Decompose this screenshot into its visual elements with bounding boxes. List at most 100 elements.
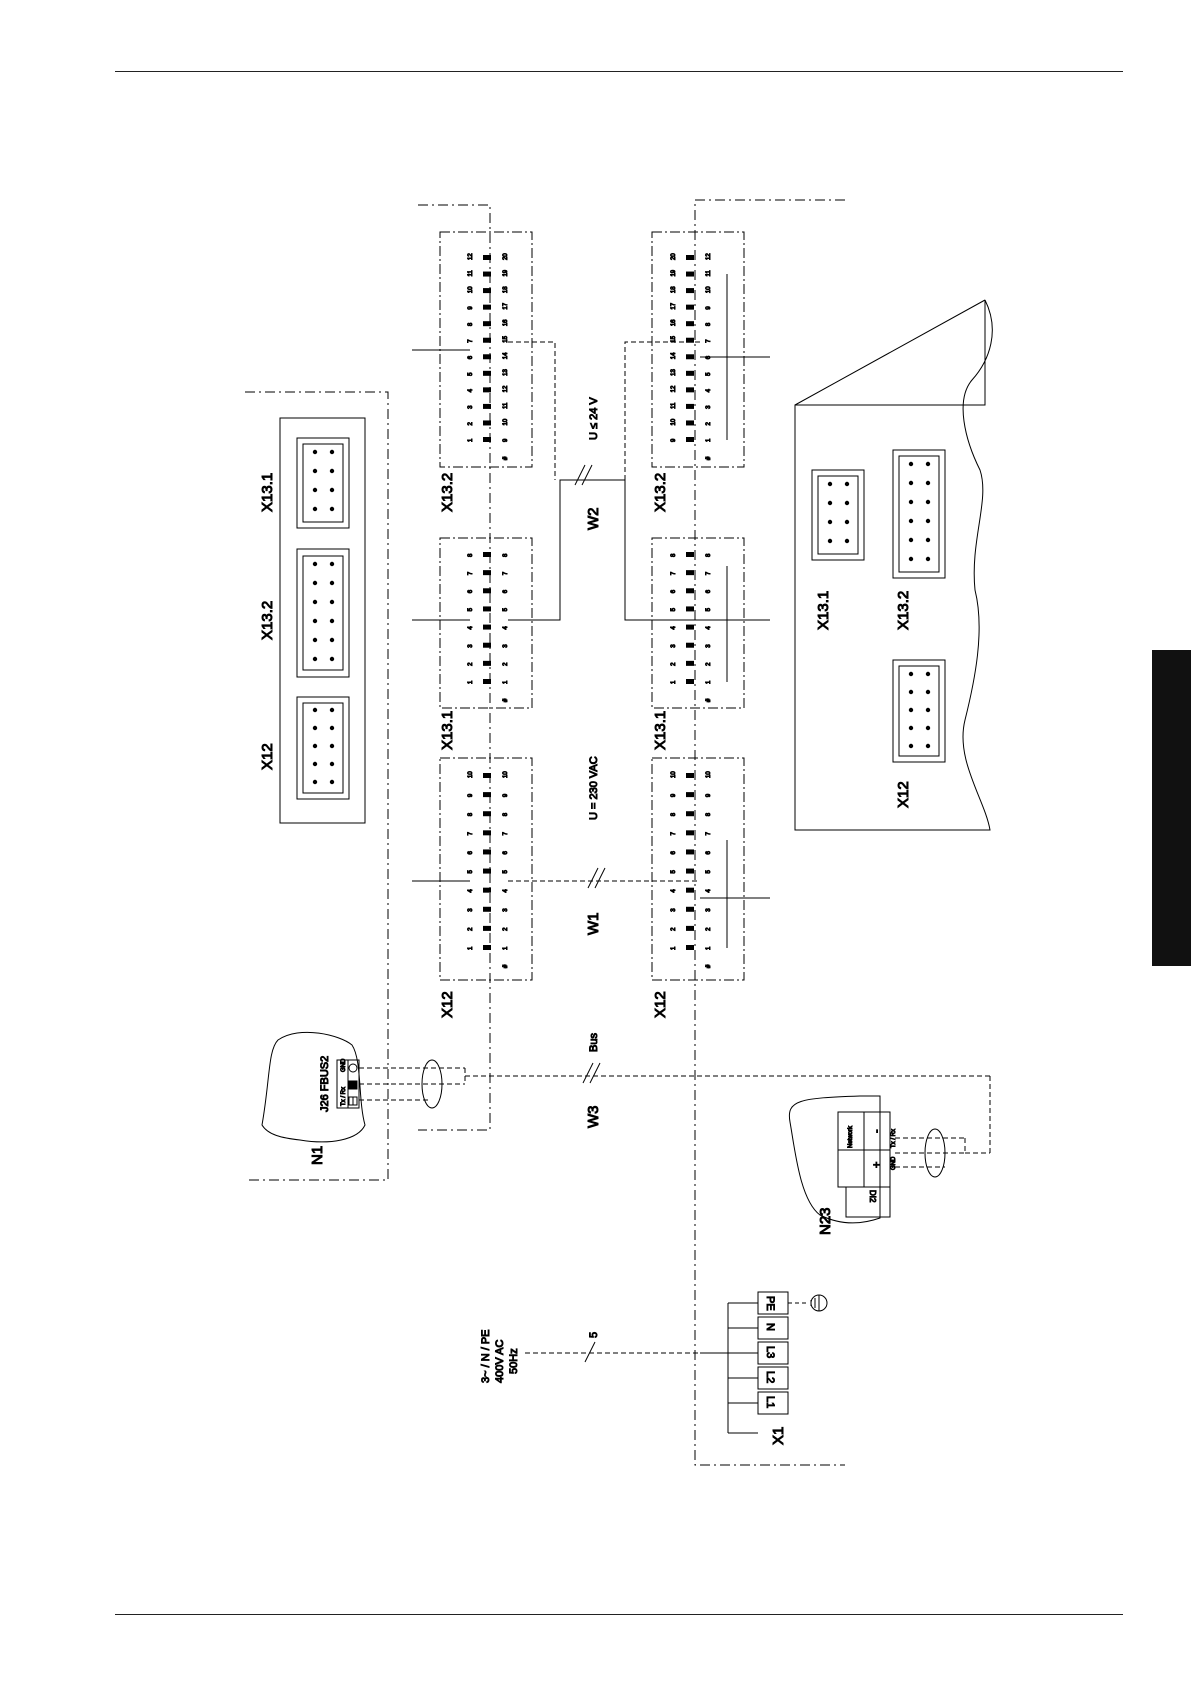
x131-zoom-pin: [844, 519, 850, 525]
terminal-l1: L1: [764, 1396, 776, 1408]
terminal-x131-left: [412, 537, 533, 709]
x12-right-num: 2: [671, 927, 677, 931]
x132-right-num: 8: [706, 322, 712, 326]
label-phase: 3~ / N / PE: [480, 1330, 492, 1384]
x131-right-num: 7: [706, 571, 712, 575]
x132-right-num: 3: [706, 405, 712, 409]
x12-left-num: 9: [503, 793, 509, 797]
x132-pin: [329, 637, 335, 643]
x12-right-num: 3: [706, 908, 712, 912]
label-n23-minus: -: [871, 1129, 883, 1133]
label-w3: W3: [585, 1106, 602, 1129]
x131-right-num: 6: [706, 589, 712, 593]
terminal-x12-right: [651, 757, 770, 981]
x132-left-num: 15: [503, 335, 509, 342]
label-n1-txrx: Tx / Rx: [341, 1087, 347, 1106]
x12-right-num: 7: [706, 831, 712, 835]
x132-left-num: 10: [503, 418, 509, 425]
x131-left-num: 2: [468, 662, 474, 666]
x132-left-num: 3: [468, 405, 474, 409]
x12-right-num: 4: [671, 889, 677, 893]
x131-right-pin: [686, 624, 694, 630]
x132-left-pin: [483, 387, 491, 393]
x132-left-num: 19: [503, 269, 509, 276]
x12-pin: [329, 707, 335, 713]
x132-right-pin: [686, 387, 694, 393]
x131-left-num: 3: [468, 644, 474, 648]
x12-left-num: 6: [503, 850, 509, 854]
x12-right-num: 6: [706, 850, 712, 854]
mains-feed: [525, 1341, 700, 1363]
x132-left-hash: #: [503, 456, 509, 460]
x131-pin: [312, 449, 318, 455]
x132-left-num: 10: [468, 286, 474, 293]
x12-right-pin: [686, 906, 694, 912]
label-n23: N23: [817, 1207, 834, 1235]
x132-right-pin: [686, 420, 694, 426]
x131-left-num: 3: [503, 644, 509, 648]
x131-right-num: 8: [706, 553, 712, 557]
x12-right-pin: [686, 773, 694, 778]
x131-right-num: 3: [706, 644, 712, 648]
x131-right-pin: [686, 660, 694, 666]
x12-left-num: 1: [468, 946, 474, 950]
x12-right-num: 9: [671, 793, 677, 797]
x132-pin: [312, 637, 318, 643]
x132-right-num: 7: [706, 339, 712, 343]
x12-right-num: 1: [706, 946, 712, 950]
x12-zoom-pin: [908, 689, 914, 695]
x132-pin: [329, 561, 335, 567]
x132-zoom-pin: [925, 518, 931, 524]
label-j26: J26 FBUS2: [319, 1056, 331, 1112]
x131-left-num: 5: [468, 607, 474, 611]
x131-left-pin: [483, 642, 491, 648]
x132-right-pin: [686, 437, 694, 442]
x12-right-num: 10: [706, 771, 712, 778]
x132-left-num: 2: [468, 421, 474, 425]
x131-right-num: 2: [671, 662, 677, 666]
x12-left-pin: [483, 773, 491, 778]
header-rule: [115, 71, 1123, 72]
x131-right-hash: #: [706, 698, 712, 702]
x132-pin: [312, 618, 318, 624]
label-x132-right: X13.2: [652, 473, 669, 512]
x132-pin: [329, 618, 335, 624]
label-u24: U ≤ 24 V: [588, 397, 600, 440]
x131-left-pin: [483, 679, 491, 684]
x12-zoom-pin: [925, 743, 931, 749]
x131-right-num: 4: [706, 626, 712, 630]
x12-right-pin: [686, 811, 694, 817]
label-w2: W2: [585, 508, 602, 531]
x132-left-pin: [483, 437, 491, 442]
x131-right-num: 7: [671, 571, 677, 575]
n23-module: [788, 1095, 891, 1224]
x132-zoom-pin: [925, 499, 931, 505]
x12-left-pin: [483, 830, 491, 836]
x131-right-num: 3: [671, 644, 677, 648]
terminal-l2: L2: [764, 1371, 776, 1383]
x12-left-pin: [483, 925, 491, 931]
zoom-view: [794, 299, 993, 831]
x12-left-num: 3: [503, 908, 509, 912]
label-x131-zoom: X13.1: [815, 591, 832, 630]
x132-right-num: 20: [671, 253, 677, 260]
label-x131-n1: X13.1: [259, 473, 276, 512]
x12-zoom-pin: [925, 671, 931, 677]
x12-left-pin: [483, 811, 491, 817]
x131-right-pin: [686, 570, 694, 576]
x12-right-hash: #: [706, 964, 712, 968]
x12-left-pin: [483, 792, 491, 798]
x132-left-pin: [483, 337, 491, 343]
x132-left-num: 20: [503, 253, 509, 260]
x132-right-num: 9: [706, 306, 712, 310]
x132-right-pin: [686, 288, 694, 294]
x132-right-num: 10: [671, 418, 677, 425]
x131-right-num: 5: [671, 607, 677, 611]
x12-zoom-pin: [925, 707, 931, 713]
x131-left-pin: [483, 660, 491, 666]
x12-left-num: 3: [468, 908, 474, 912]
label-x132-n1: X13.2: [259, 601, 276, 640]
x131-left-num: 8: [468, 553, 474, 557]
x132-zoom-pin: [908, 480, 914, 486]
